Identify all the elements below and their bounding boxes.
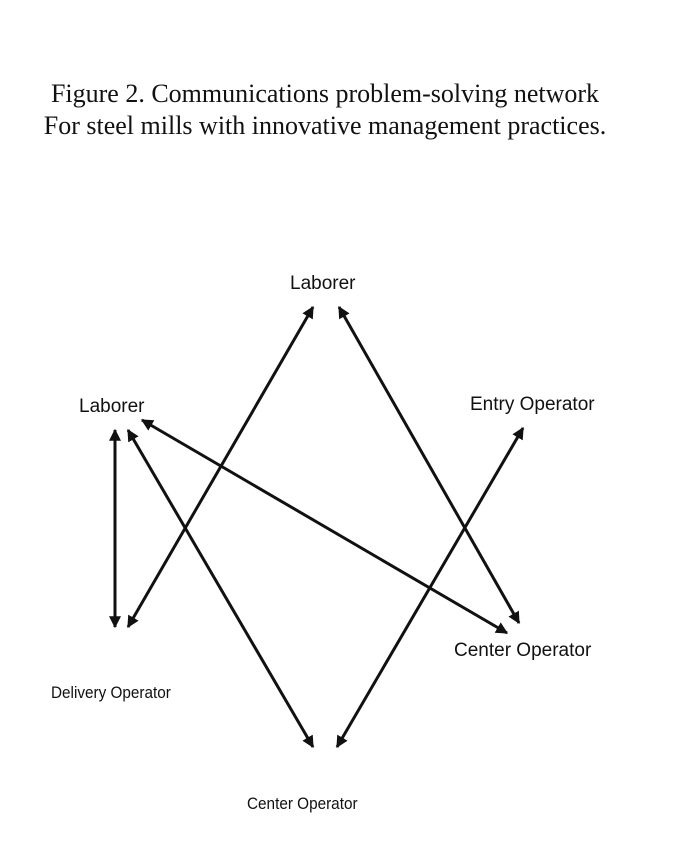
node-laborer-top: Laborer [290,273,356,294]
node-center-operator-bottom: Center Operator [247,794,358,813]
figure-title-line2: For steel mills with innovative manageme… [43,111,607,140]
edge-entry-operator-to-center-operator-bottom [335,426,525,749]
edge-laborer-left-to-center-operator-bottom [126,428,315,749]
edge-laborer-left-to-center-operator-right [140,418,509,635]
figure-title-line1: Figure 2. Communications problem-solving… [50,79,600,108]
edge-laborer-top-to-center-operator-right [337,305,521,625]
